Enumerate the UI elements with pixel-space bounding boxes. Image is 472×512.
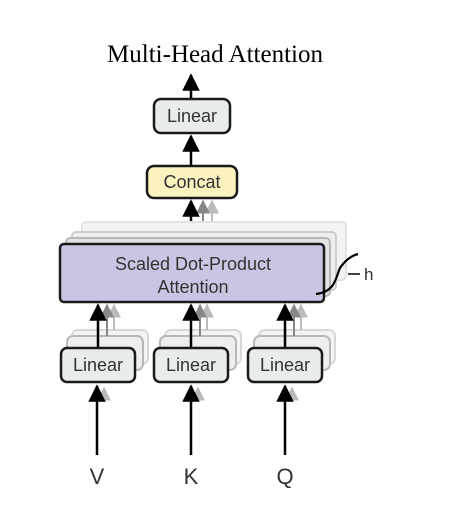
input-v-label: V [90, 464, 105, 489]
linear-k-label: Linear [166, 355, 216, 375]
input-v-arrow [88, 384, 111, 455]
diagram-title: Multi-Head Attention [107, 41, 323, 68]
input-k-arrow [182, 384, 205, 455]
linear-k-stack: Linear [152, 303, 242, 384]
input-k-label: K [184, 464, 199, 489]
linear-v-stack: Linear [59, 303, 149, 384]
linear-q-label: Linear [260, 355, 310, 375]
attention-block: Scaled Dot-Product Attention [58, 242, 326, 304]
concat-block: Concat [145, 164, 239, 200]
output-linear-block: Linear [152, 97, 232, 135]
heads-brace [315, 252, 359, 296]
linear-v-block [59, 346, 137, 384]
attention-label-line2: Attention [157, 277, 228, 297]
input-q-label: Q [276, 464, 293, 489]
linear-q-block [246, 346, 324, 384]
input-q-arrow [276, 384, 299, 455]
attention-label-line1: Scaled Dot-Product [115, 254, 271, 274]
linear-v-label: Linear [73, 355, 123, 375]
concat-label: Concat [163, 172, 220, 192]
output-linear-label: Linear [167, 106, 217, 126]
linear-k-block [152, 346, 230, 384]
linear-q-stack: Linear [246, 303, 336, 384]
heads-label: h [364, 265, 373, 284]
